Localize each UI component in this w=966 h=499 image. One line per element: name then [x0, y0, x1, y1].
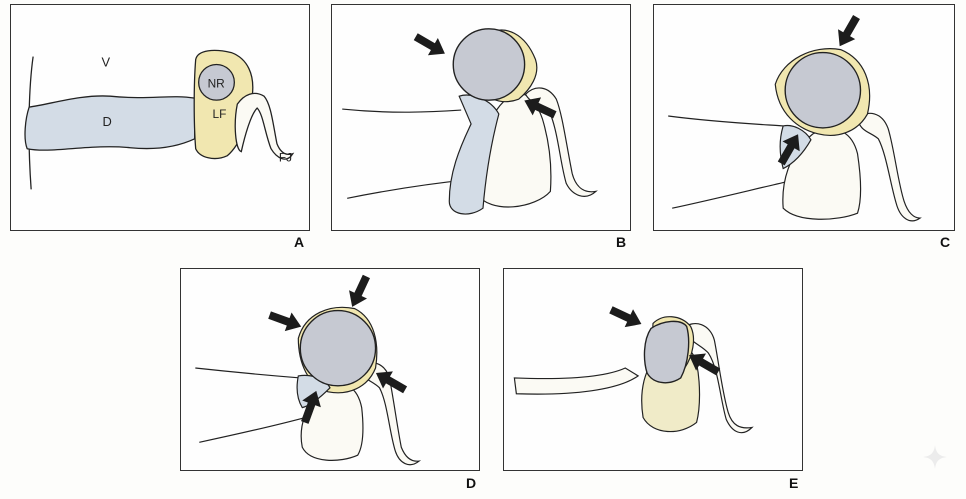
panel-b-diagram: [342, 28, 598, 215]
vertebra-line-lower: [672, 180, 789, 209]
label-fj: FJ: [279, 151, 292, 165]
panel-b: [331, 4, 631, 231]
vertebra-line-upper: [342, 108, 462, 113]
panel-d-diagram: [195, 274, 422, 466]
panel-label-c: C: [940, 234, 951, 250]
panel-d: [180, 268, 480, 471]
vertebra-line-upper: [668, 115, 784, 127]
vertebra-line-upper: [195, 367, 301, 379]
label-nr: NR: [208, 76, 226, 90]
nerve-root: [452, 28, 526, 101]
nerve-tube: [513, 367, 640, 395]
panel-label-d: D: [466, 475, 477, 491]
arrow-icon: [609, 306, 642, 328]
arrow-icon: [413, 33, 445, 56]
arrow-icon: [268, 311, 302, 332]
label-d: D: [103, 114, 112, 129]
panel-c-diagram: [668, 15, 922, 222]
intervertebral-disc: [24, 95, 196, 151]
panel-label-a: A: [294, 234, 305, 250]
panel-e-diagram: [513, 306, 754, 434]
arrow-icon: [301, 390, 321, 424]
panel-c: [653, 4, 955, 231]
nerve-root: [198, 63, 235, 101]
arrow-icon: [524, 97, 557, 119]
panel-a: V D NR LF FJ: [10, 4, 310, 231]
sparkle-icon: [923, 445, 947, 469]
disc-herniation: [448, 94, 500, 215]
facet-joint: [856, 112, 922, 222]
label-lf: LF: [213, 107, 227, 121]
label-v: V: [102, 54, 111, 69]
arrow-icon: [777, 134, 800, 166]
panel-label-e: E: [789, 475, 799, 491]
facet-joint: [234, 92, 295, 160]
panel-e: [503, 268, 803, 471]
arrow-icon: [375, 371, 408, 394]
arrow-icon: [349, 274, 370, 307]
vertebra-line-lower: [199, 416, 306, 443]
nerve-root: [643, 320, 690, 384]
panel-label-b: B: [616, 234, 627, 250]
nerve-root: [299, 309, 377, 387]
nerve-root: [784, 51, 862, 129]
panel-a-diagram: V D NR LF FJ: [24, 49, 295, 190]
arrow-icon: [838, 15, 860, 47]
arrow-icon: [689, 353, 721, 376]
